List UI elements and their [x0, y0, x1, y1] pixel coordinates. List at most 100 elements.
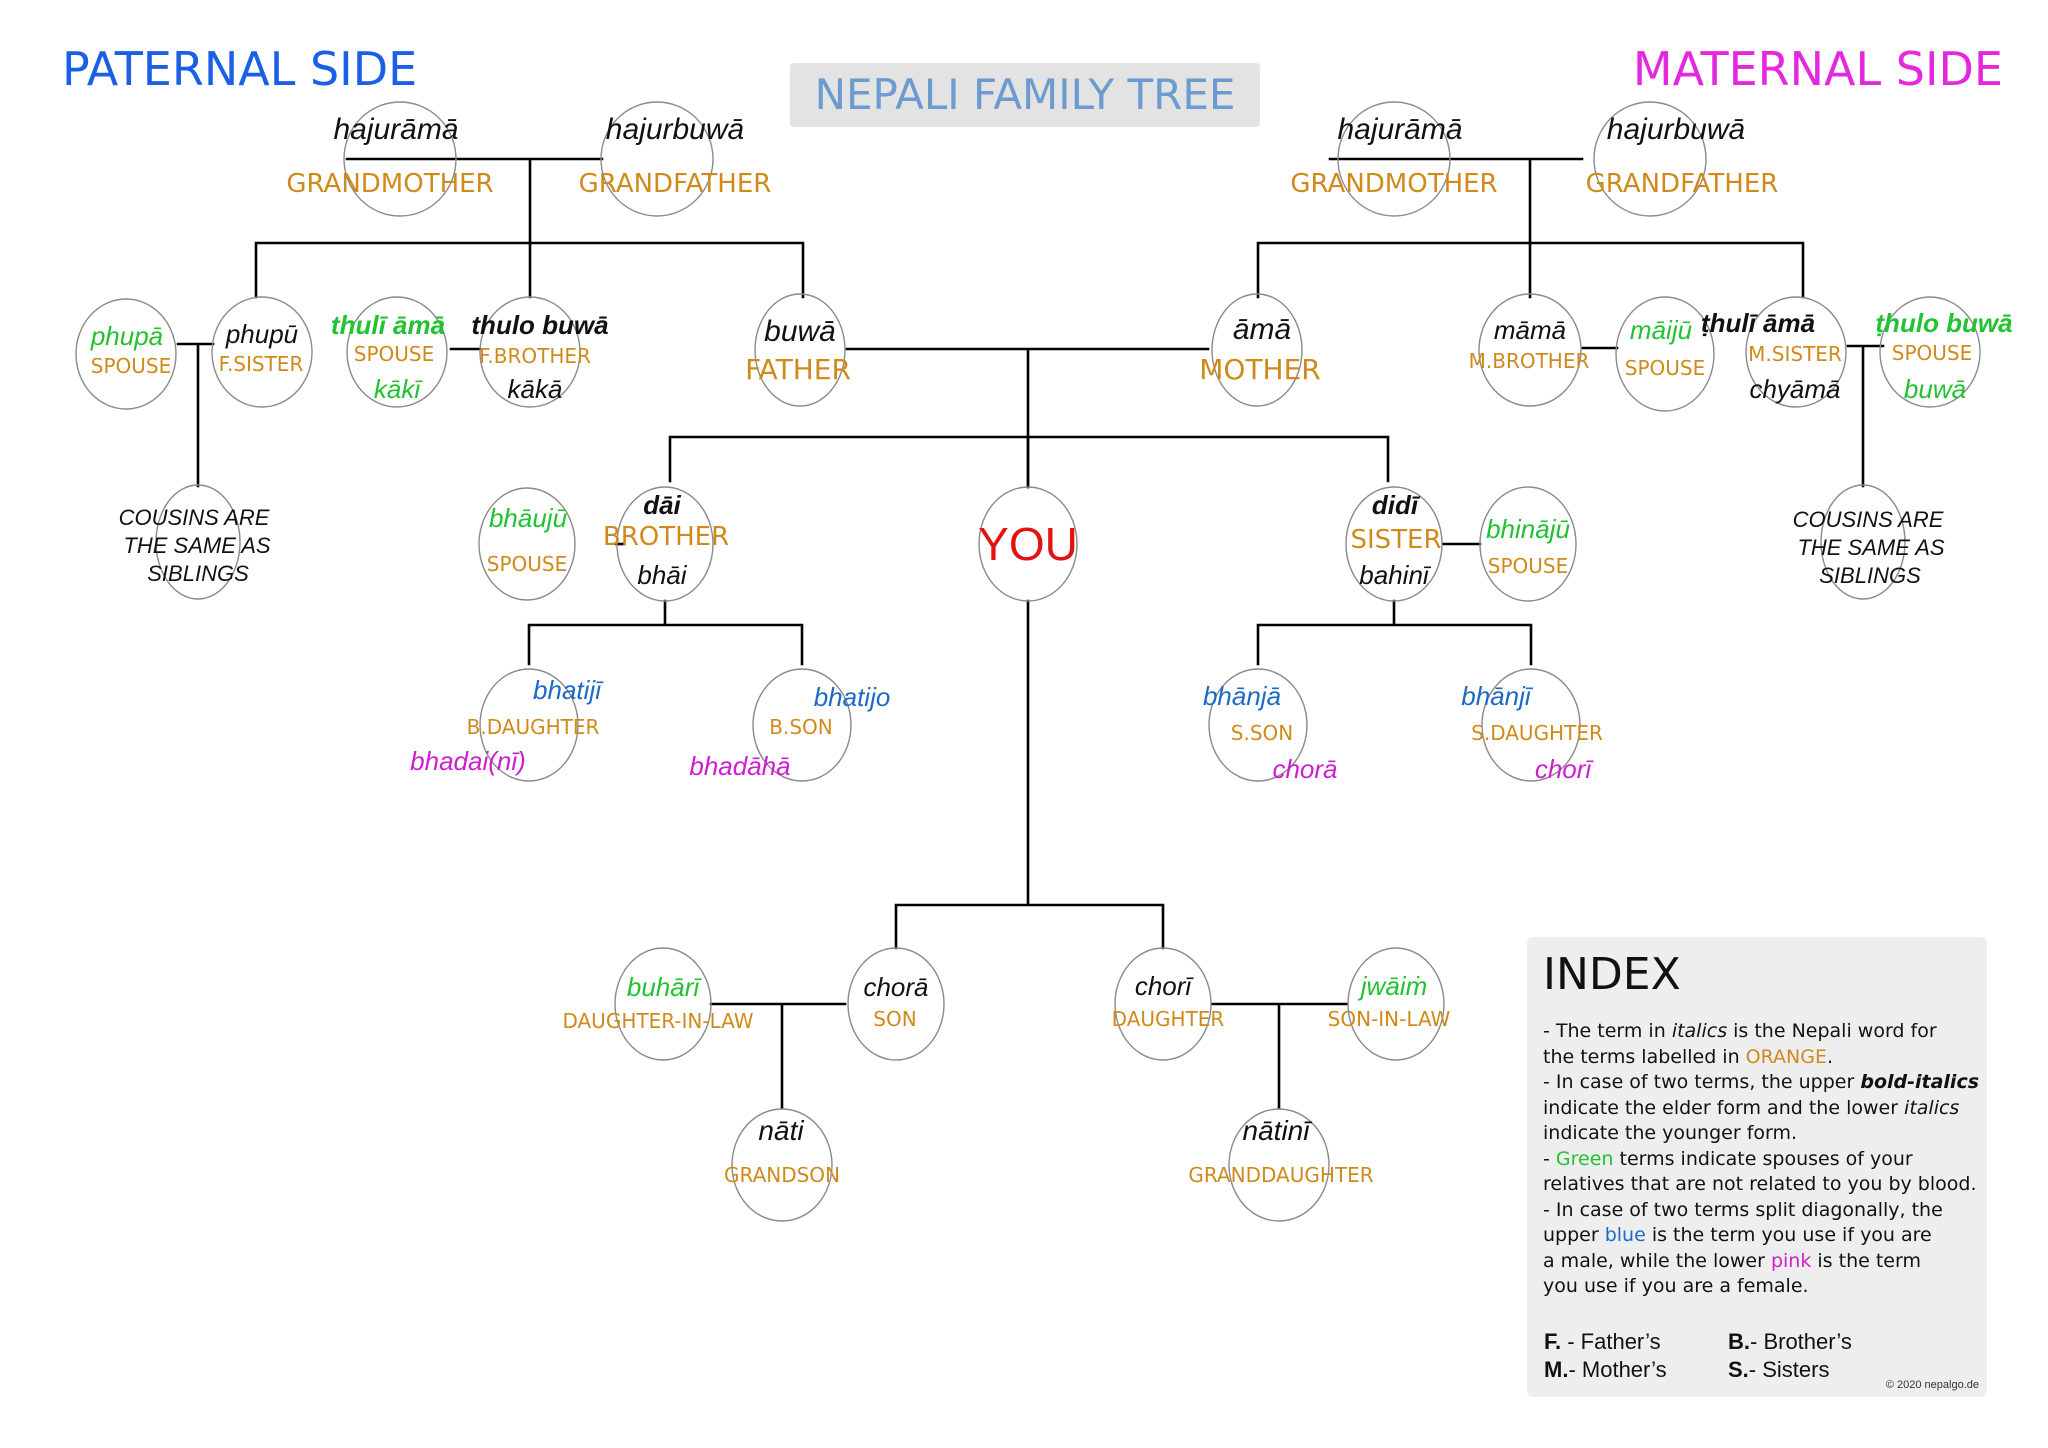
- younger-term: kākī: [373, 374, 421, 404]
- connector-lines: [176, 157, 1885, 1110]
- index-line: - The term in italics is the Nepali word…: [1543, 1019, 1987, 1045]
- index-text: italics: [1671, 1020, 1728, 1042]
- elder-term: ṭhulo buwā: [1875, 308, 2013, 338]
- english-label: F.SISTER: [218, 352, 304, 376]
- abbreviation-value: - Sisters: [1748, 1357, 1830, 1382]
- phupu-circle: [211, 296, 313, 408]
- index-text: italics: [1904, 1096, 1960, 1119]
- male-term: bhānjī: [1461, 681, 1531, 711]
- brother-spouse-circle: [478, 487, 576, 601]
- abbreviation-key: B.: [1728, 1329, 1750, 1354]
- nepali-term: buhārī: [626, 972, 700, 1002]
- index-text: the terms labelled in: [1543, 1045, 1746, 1068]
- younger-term: kākā: [507, 374, 563, 404]
- nepali-term: buwā: [764, 315, 836, 348]
- nepali-term: phupū: [225, 319, 299, 349]
- you-circle: [978, 486, 1078, 602]
- male-term: bhānjā: [1202, 681, 1282, 711]
- nepali-term: hajurāmā: [1337, 113, 1463, 146]
- english-label: DAUGHTER-IN-LAW: [562, 1009, 754, 1033]
- index-line: you use if you are a female.: [1543, 1275, 1809, 1297]
- english-label: SPOUSE: [1891, 341, 1973, 365]
- brother-son-circle: [752, 668, 852, 782]
- index-text: pink: [1770, 1249, 1812, 1272]
- index-legend: INDEX - The term in italics is the Nepal…: [1527, 937, 1987, 1397]
- abbreviation-f: F. - Father’s: [1544, 1329, 1661, 1355]
- nepali-term: chorī: [1134, 971, 1192, 1001]
- granddaughter-circle: [1228, 1108, 1330, 1222]
- english-label: SISTER: [1350, 525, 1442, 555]
- english-label: SPOUSE: [90, 354, 172, 378]
- index-line: indicate the younger form.: [1543, 1122, 1798, 1144]
- abbreviation-s: S.- Sisters: [1728, 1357, 1829, 1383]
- sister-son-circle: [1208, 668, 1308, 782]
- english-label: M.SISTER: [1748, 342, 1842, 366]
- mother-circle: [1211, 293, 1303, 407]
- abbreviation-key: S.: [1728, 1357, 1749, 1382]
- cousins-note-line: THE SAME AS: [1797, 535, 1945, 560]
- line-maternal-children-bar: [1256, 241, 1805, 299]
- nepali-term: hajurbuwā: [1606, 113, 1746, 146]
- maternal-side-heading: MATERNAL SIDE: [1632, 42, 2003, 96]
- maternal-grandmother-circle: [1337, 101, 1451, 217]
- cousins-note-line: THE SAME AS: [123, 533, 271, 558]
- line-paternal-children-bar: [254, 241, 805, 299]
- english-label: F.BROTHER: [479, 344, 591, 368]
- page-title: NEPALI FAMILY TREE: [790, 63, 1260, 127]
- male-term: bhatijī: [533, 675, 601, 705]
- daughter-circle: [1114, 947, 1212, 1061]
- line-daughter-couple: [1210, 1002, 1349, 1110]
- nepali-term: āmā: [1232, 313, 1292, 346]
- maternal-grandfather-circle: [1593, 101, 1707, 217]
- maiju-circle: [1615, 296, 1715, 412]
- line-sister-children: [1256, 599, 1533, 666]
- brother-daughter-circle: [479, 668, 579, 782]
- male-term: bhatijo: [813, 682, 891, 712]
- abbreviation-key: F.: [1544, 1329, 1562, 1354]
- elder-term: ṭhulī āmā: [1700, 308, 1816, 338]
- english-label: BROTHER: [602, 522, 730, 552]
- sister-daughter-circle: [1481, 668, 1581, 782]
- english-label: SPOUSE: [1624, 356, 1706, 380]
- line-you-children: [894, 599, 1165, 950]
- english-label: SPOUSE: [1487, 554, 1569, 578]
- english-label: S.SON: [1230, 721, 1294, 745]
- index-line: indicate the elder form and the lower it…: [1543, 1096, 1987, 1122]
- english-label: GRANDMOTHER: [1290, 169, 1498, 199]
- english-label: SPOUSE: [353, 342, 435, 366]
- english-label: GRANDFATHER: [578, 169, 772, 199]
- english-label: FATHER: [745, 353, 851, 386]
- female-term: chorī: [1534, 754, 1592, 784]
- female-term: bhadai(nī): [410, 746, 526, 776]
- index-text: indicate the elder form and the lower: [1543, 1096, 1905, 1119]
- english-label: SPOUSE: [486, 552, 568, 576]
- phupa-circle: [75, 298, 177, 410]
- elder-term: dāi: [643, 490, 681, 520]
- index-text: .: [1827, 1045, 1834, 1068]
- line-son-couple: [709, 1002, 847, 1110]
- female-term: bhadāhā: [689, 751, 791, 781]
- person-circles: [75, 101, 1981, 1222]
- cousins-note-line: COUSINS ARE: [118, 505, 270, 530]
- abbreviation-b: B.- Brother’s: [1728, 1329, 1852, 1355]
- line-paternal-grandparents: [345, 157, 604, 245]
- brother-circle: [616, 486, 714, 602]
- index-text: is the Nepali word for: [1727, 1020, 1937, 1042]
- index-text: Green: [1555, 1147, 1614, 1170]
- index-text: terms indicate spouses of your: [1613, 1147, 1913, 1170]
- m-sister-circle: [1745, 296, 1847, 408]
- younger-term: chyāmā: [1749, 374, 1841, 404]
- elder-term: didī: [1371, 490, 1419, 520]
- english-label: MOTHER: [1199, 353, 1321, 386]
- paternal-side-heading: PATERNAL SIDE: [62, 42, 418, 96]
- index-text: bold-italics: [1860, 1071, 1980, 1093]
- line-maternal-grandparents: [1328, 157, 1584, 245]
- line-brother-children: [527, 599, 804, 666]
- index-line: - Green terms indicate spouses of your: [1543, 1147, 1987, 1173]
- nepali-term: phupā: [90, 321, 164, 351]
- grandson-circle: [731, 1108, 833, 1222]
- cousins-note-line: COUSINS ARE: [1792, 507, 1944, 532]
- paternal-grandmother-circle: [343, 101, 457, 217]
- nepali-term: bhāujū: [488, 503, 568, 533]
- index-text: - The term in: [1543, 1020, 1672, 1042]
